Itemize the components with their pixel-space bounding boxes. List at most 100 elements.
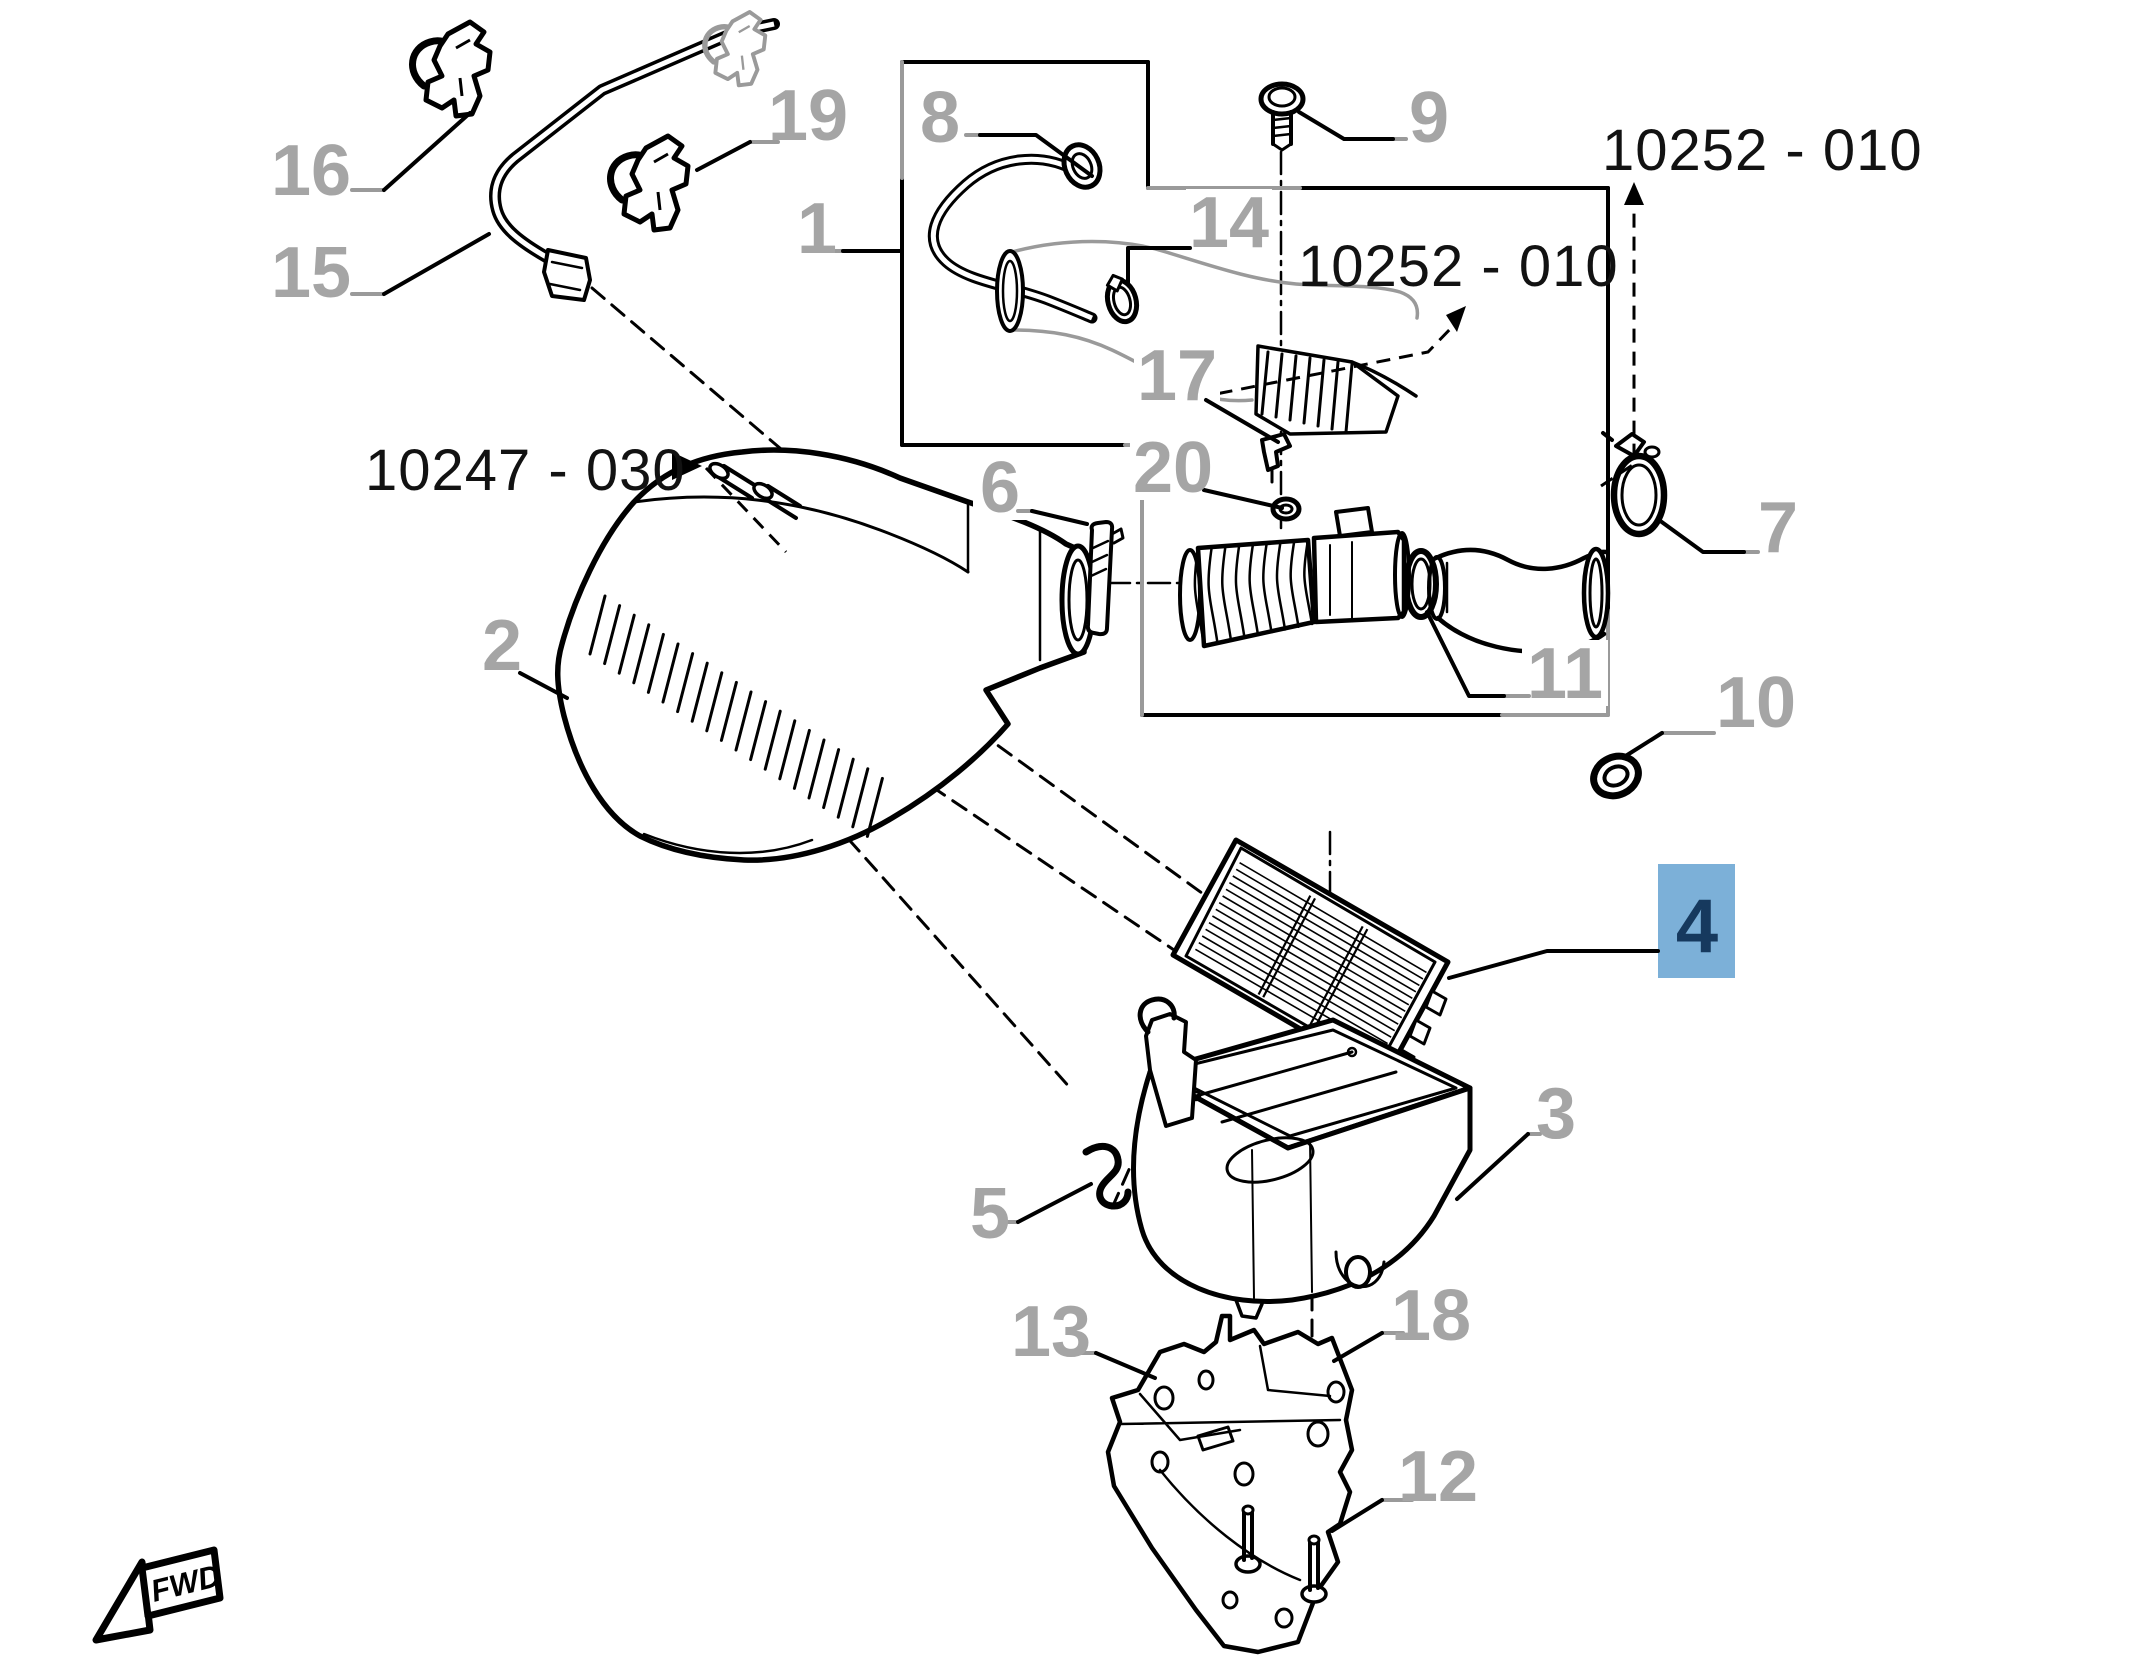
leader-line	[518, 671, 569, 700]
leader-line	[1202, 488, 1284, 510]
callout-18[interactable]: 18	[1332, 1276, 1474, 1363]
callout-5[interactable]: 5	[963, 1174, 1093, 1254]
hose-clamp-14-drawing	[1104, 273, 1140, 325]
callout-plate	[1402, 84, 1456, 150]
seal-strip-6-drawing	[1085, 520, 1125, 637]
leader-line	[1297, 110, 1395, 141]
callout-number: 7	[1758, 488, 1798, 568]
callout-12[interactable]: 12	[1330, 1437, 1481, 1533]
leader-line	[978, 133, 1094, 178]
sensor-17-drawing	[1260, 432, 1292, 484]
callout-number: 6	[980, 448, 1020, 528]
callout-number: 14	[1189, 183, 1269, 263]
callout-number: 15	[271, 233, 351, 313]
hose-clamp-7-drawing	[1601, 431, 1668, 538]
callout-13[interactable]: 13	[1008, 1292, 1157, 1380]
highlight-badge	[1658, 864, 1735, 978]
mounting-bracket-12-drawing	[1105, 1313, 1355, 1655]
callout-4[interactable]: 4	[1447, 864, 1735, 980]
fwd-direction-arrow: FWD	[92, 1546, 224, 1644]
callout-17[interactable]: 17	[1134, 336, 1280, 444]
leader-line	[382, 232, 491, 296]
leader-line	[1016, 1182, 1093, 1224]
callout-14[interactable]: 14	[1126, 183, 1272, 286]
callout-number: 12	[1398, 1437, 1478, 1517]
callout-plate	[913, 84, 967, 150]
part-ref-10247-030-0[interactable]: 10247 - 030	[365, 438, 788, 554]
grommet-20-drawing	[1270, 496, 1302, 522]
callout-10[interactable]: 10	[1622, 663, 1799, 759]
retainer-clip-5-drawing	[1082, 1142, 1132, 1210]
leader-line	[1204, 398, 1280, 444]
callout-19[interactable]: 19	[695, 76, 851, 172]
ref-arrowhead-icon	[672, 452, 702, 480]
leader-line	[1126, 246, 1192, 286]
callout-number: 1	[797, 189, 837, 269]
part-ref-10252-010-2[interactable]: 10252 - 010	[1600, 118, 1923, 488]
callout-9[interactable]: 9	[1297, 78, 1456, 158]
callout-plate	[1388, 1282, 1474, 1348]
callout-number: 17	[1137, 336, 1217, 416]
callout-plate	[268, 239, 354, 305]
callout-plate	[1134, 342, 1220, 408]
callout-7[interactable]: 7	[1657, 488, 1805, 568]
tube-end-clip-drawing	[705, 12, 765, 85]
part-ref-10252-010-1[interactable]: 10252 - 010	[1195, 234, 1619, 400]
maf-sensor-body-drawing	[1311, 506, 1411, 625]
cover-nipples	[708, 461, 802, 520]
callout-number: 19	[768, 76, 848, 156]
callout-plate	[963, 1180, 1017, 1246]
vent-tube-15-drawing	[489, 18, 780, 302]
callout-8[interactable]: 8	[913, 78, 1094, 178]
ref-arrowhead-icon	[1624, 182, 1644, 205]
leader-line	[1030, 509, 1089, 526]
leader-line	[382, 111, 472, 192]
callout-2[interactable]: 2	[475, 606, 569, 700]
callout-number: 16	[271, 131, 351, 211]
callout-plate	[1186, 189, 1272, 255]
callout-1[interactable]: 1	[790, 189, 904, 269]
callout-plate	[268, 137, 354, 203]
callout-number: 5	[970, 1174, 1010, 1254]
callout-plate	[1713, 669, 1799, 735]
callout-number: 2	[482, 606, 522, 686]
leader-line	[1094, 1351, 1157, 1380]
retainer-clip-16-drawing	[413, 22, 490, 116]
callout-number: 3	[1536, 1074, 1576, 1154]
leader-line	[1622, 731, 1664, 759]
inlet-duct-reference-drawing	[995, 239, 1420, 436]
callout-16[interactable]: 16	[268, 111, 472, 211]
callout-plate	[1522, 640, 1608, 706]
callout-plate	[765, 82, 851, 148]
leader-line	[1455, 1132, 1530, 1201]
air-cleaner-cover-2-drawing	[554, 447, 1097, 863]
callout-number: 4	[1676, 884, 1718, 969]
leader-line	[1425, 610, 1506, 698]
callout-number: 11	[1527, 634, 1603, 714]
part-ref-label: 10247 - 030	[365, 438, 686, 503]
leader-line	[1447, 949, 1660, 980]
retainer-clip-19-drawing	[611, 136, 688, 230]
callout-number: 8	[920, 78, 960, 158]
callout-number: 20	[1133, 428, 1213, 508]
callout-11[interactable]: 11	[1425, 610, 1608, 714]
callout-number: 18	[1391, 1276, 1471, 1356]
callout-plate	[475, 612, 529, 678]
part-ref-label: 10252 - 010	[1298, 234, 1619, 299]
callout-20[interactable]: 20	[1130, 428, 1284, 510]
grommet-10-drawing	[1590, 752, 1642, 800]
bolt-9-drawing	[1258, 81, 1306, 152]
air-cleaner-body-3-drawing	[1131, 996, 1473, 1320]
callout-plate	[1130, 434, 1216, 500]
callout-3[interactable]: 3	[1455, 1074, 1583, 1201]
callout-15[interactable]: 15	[268, 232, 491, 313]
callout-plate	[1751, 494, 1805, 560]
leader-line	[1332, 1331, 1384, 1363]
callout-6[interactable]: 6	[973, 448, 1089, 528]
intake-bellows-drawing	[1178, 537, 1317, 649]
callout-number: 10	[1716, 663, 1796, 743]
callout-number: 13	[1011, 1292, 1091, 1372]
breather-hose-8-drawing	[927, 142, 1103, 324]
leader-line	[1657, 518, 1746, 554]
